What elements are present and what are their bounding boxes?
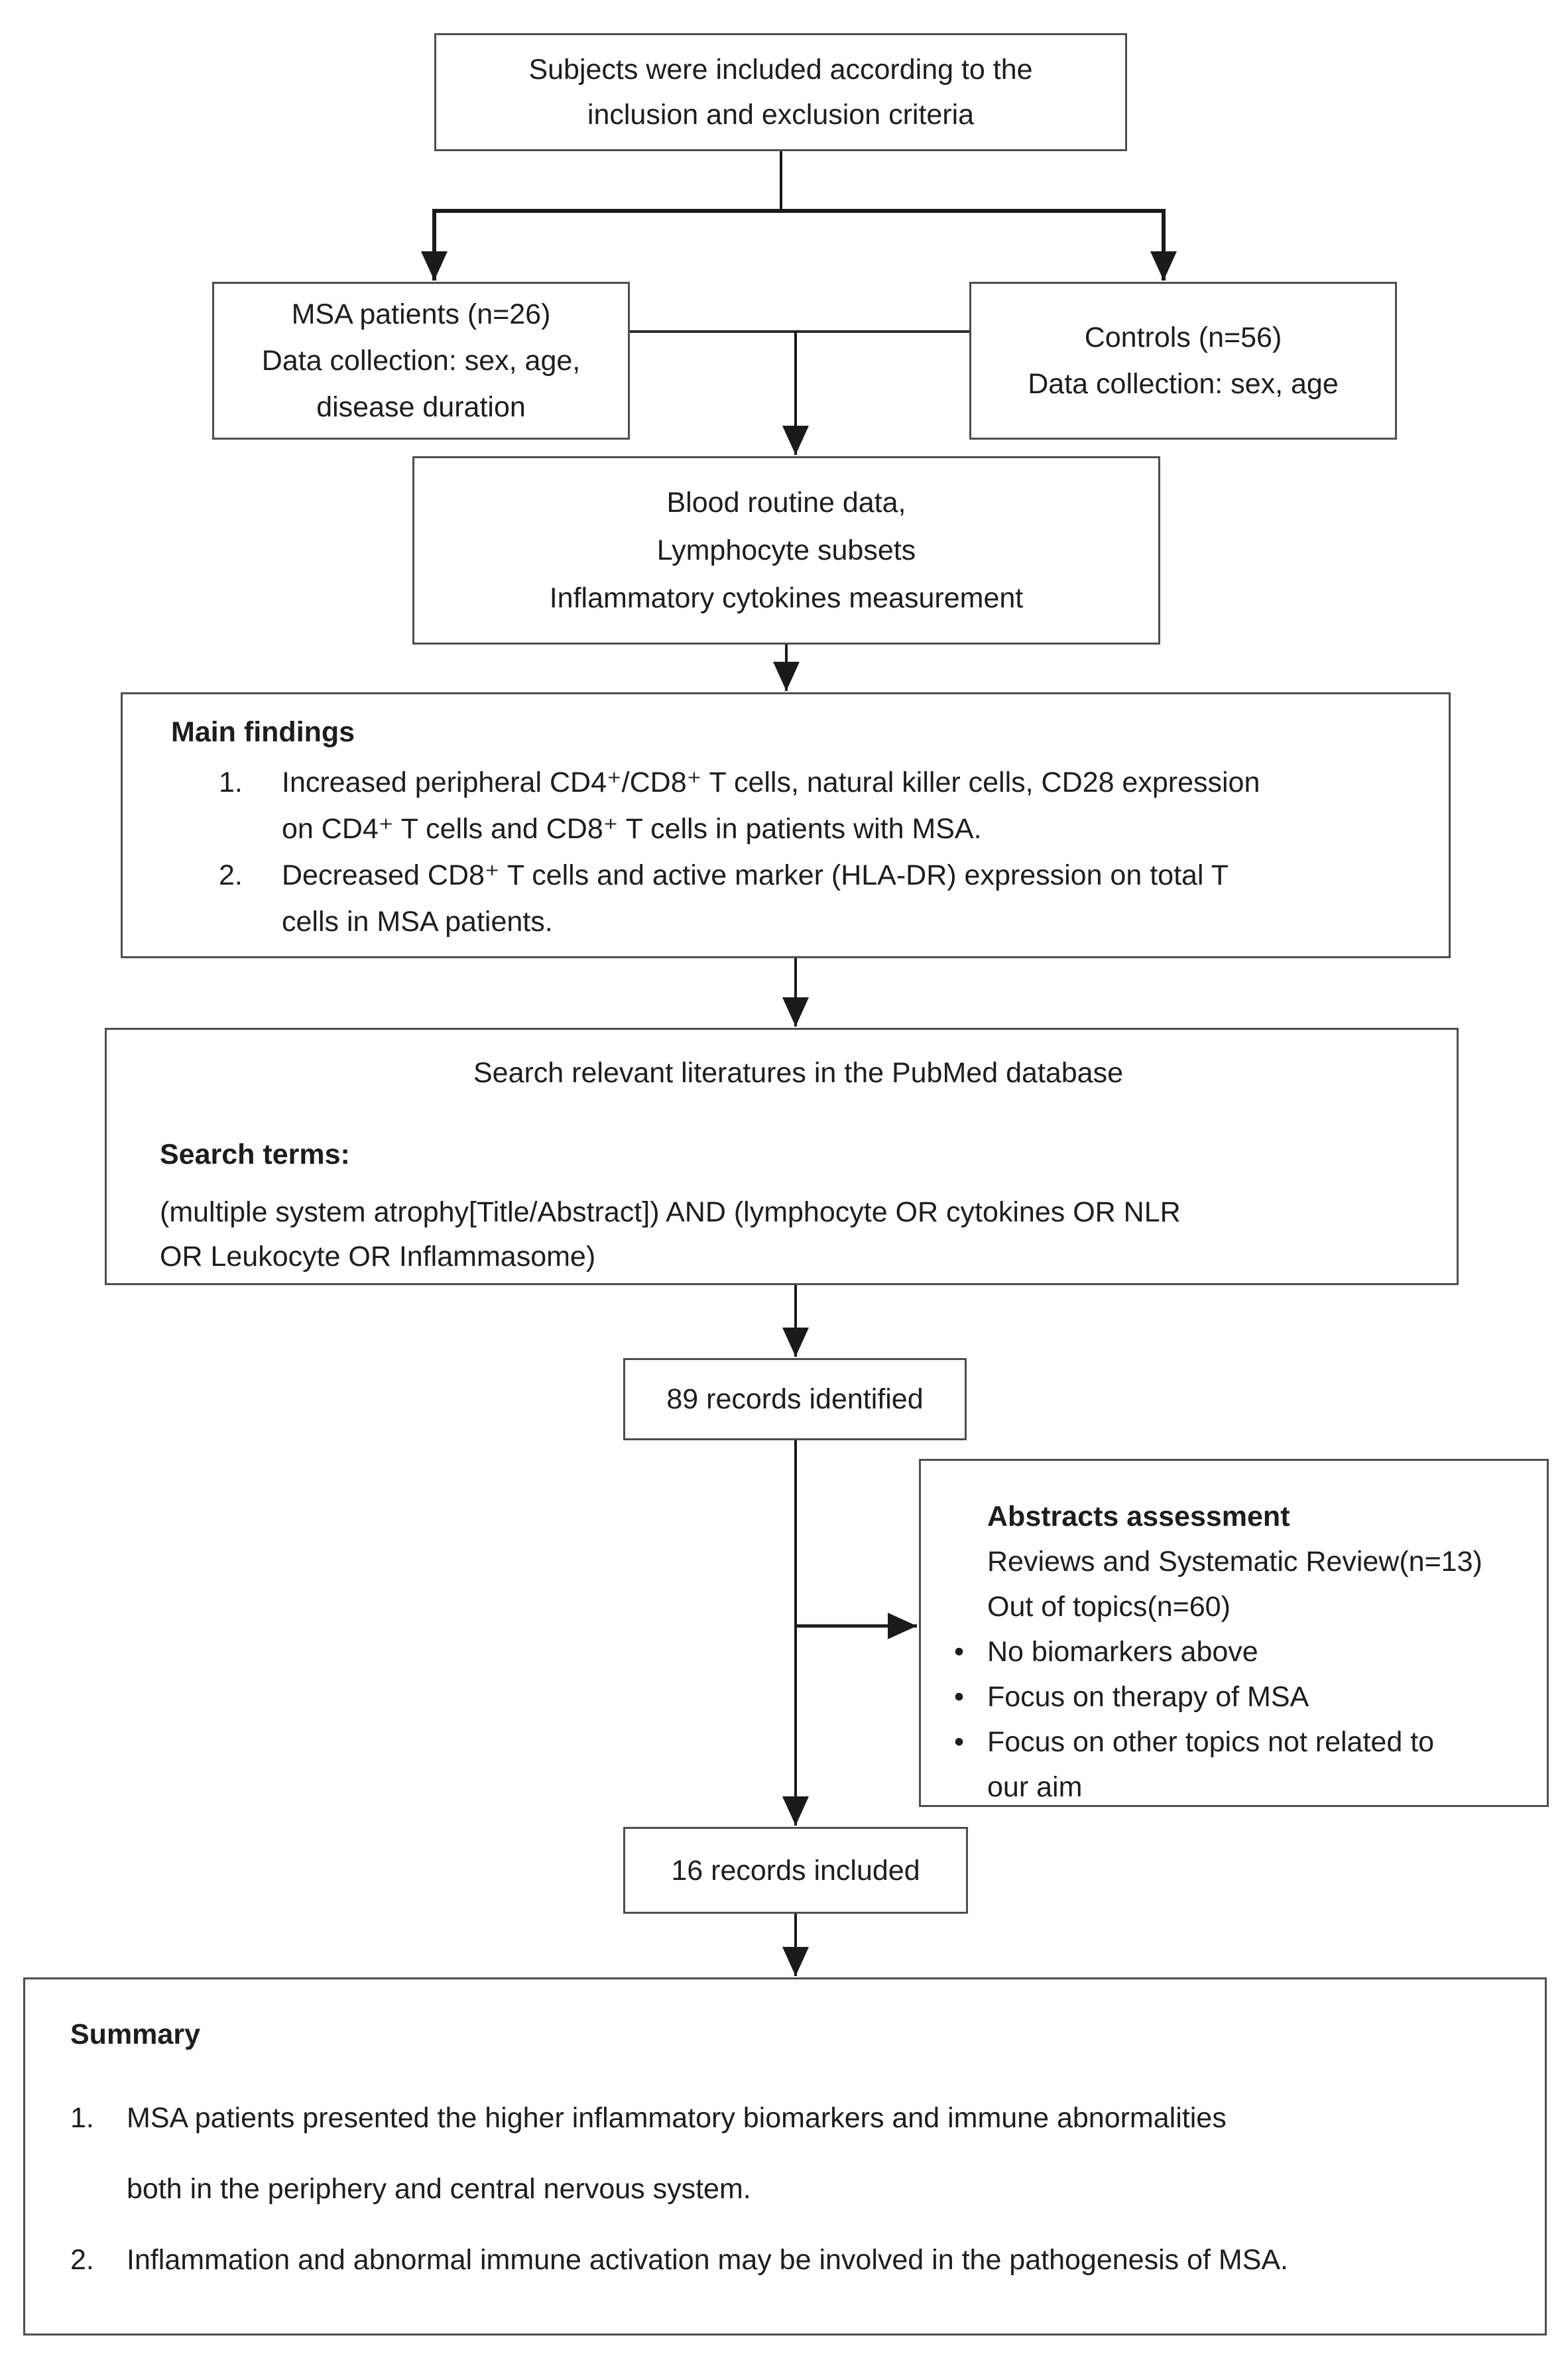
abstracts-bullet-text: Focus on therapy of MSA [987, 1681, 1309, 1713]
controls-line: Controls (n=56) [1084, 322, 1282, 353]
main-findings-text: cells in MSA patients. [282, 906, 553, 938]
measurements-box: Blood routine data, Lymphocyte subsets I… [412, 456, 1160, 645]
abstracts-text: Reviews and Systematic Review(n=13) [987, 1546, 1482, 1578]
bullet-icon: • [954, 1726, 965, 1758]
search-heading: Search relevant literatures in the PubMe… [473, 1057, 1124, 1089]
search-terms-line: (multiple system atrophy[Title/Abstract]… [160, 1196, 1181, 1228]
bullet-icon: • [954, 1636, 965, 1668]
item-number: 2. [70, 2244, 94, 2276]
msa-patients-box: MSA patients (n=26) Data collection: sex… [212, 282, 630, 440]
subjects-box: Subjects were included according to the … [434, 33, 1127, 151]
records-identified-box: 89 records identified [623, 1358, 967, 1440]
abstracts-bullet-item: • No biomarkers above [954, 1629, 1534, 1674]
abstracts-assessment-box: Abstracts assessment Reviews and Systema… [919, 1459, 1549, 1807]
search-terms-label: Search terms: [160, 1139, 350, 1170]
abstracts-bullet-item: • Focus on therapy of MSA [954, 1674, 1534, 1719]
abstracts-text: Out of topics(n=60) [987, 1591, 1231, 1623]
main-findings-text: Increased peripheral CD4⁺/CD8⁺ T cells, … [282, 767, 1260, 798]
main-findings-text: on CD4⁺ T cells and CD8⁺ T cells in pati… [282, 813, 982, 845]
abstracts-bullet-text: Focus on other topics not related to [987, 1726, 1435, 1758]
abstracts-bullet-item: • Focus on other topics not related to o… [954, 1719, 1534, 1810]
subjects-line: inclusion and exclusion criteria [587, 99, 975, 131]
summary-text: MSA patients presented the higher inflam… [127, 2102, 1227, 2134]
records-included-box: 16 records included [623, 1827, 968, 1914]
msa-line: Data collection: sex, age, [261, 345, 581, 377]
bullet-icon: • [954, 1681, 965, 1713]
main-findings-box: Main findings 1. Increased peripheral CD… [121, 692, 1451, 958]
item-number: 2. [219, 859, 243, 891]
abstracts-bullet-text: our aim [987, 1771, 1083, 1803]
summary-text: both in the periphery and central nervou… [127, 2173, 751, 2205]
msa-line: disease duration [316, 391, 526, 423]
records-identified-label: 89 records identified [666, 1383, 924, 1415]
main-findings-item: 1. Increased peripheral CD4⁺/CD8⁺ T cell… [219, 759, 1429, 852]
subjects-line: Subjects were included according to the [528, 54, 1033, 86]
abstracts-bullet-text: No biomarkers above [987, 1636, 1258, 1668]
item-number: 1. [70, 2102, 94, 2134]
abstracts-title: Abstracts assessment [987, 1501, 1290, 1532]
main-findings-text: Decreased CD8⁺ T cells and active marker… [282, 859, 1229, 891]
summary-text: Inflammation and abnormal immune activat… [127, 2244, 1288, 2276]
main-findings-item: 2. Decreased CD8⁺ T cells and active mar… [219, 852, 1429, 945]
search-terms: (multiple system atrophy[Title/Abstract]… [160, 1190, 1437, 1279]
summary-item: 2. Inflammation and abnormal immune acti… [70, 2225, 1525, 2296]
controls-box: Controls (n=56) Data collection: sex, ag… [969, 282, 1397, 440]
msa-line: MSA patients (n=26) [291, 298, 551, 330]
records-included-label: 16 records included [671, 1854, 920, 1887]
search-box: Search relevant literatures in the PubMe… [105, 1028, 1459, 1285]
item-number: 1. [219, 767, 243, 798]
summary-item: 1. MSA patients presented the higher inf… [70, 2083, 1525, 2225]
controls-line: Data collection: sex, age [1028, 368, 1339, 400]
measurements-line: Lymphocyte subsets [656, 534, 916, 566]
main-findings-title: Main findings [171, 716, 355, 748]
summary-title: Summary [70, 2019, 200, 2050]
measurements-line: Blood routine data, [666, 487, 906, 519]
search-terms-line: OR Leukocyte OR Inflammasome) [160, 1241, 596, 1273]
summary-box: Summary 1. MSA patients presented the hi… [23, 1977, 1547, 2335]
measurements-line: Inflammatory cytokines measurement [549, 582, 1024, 614]
